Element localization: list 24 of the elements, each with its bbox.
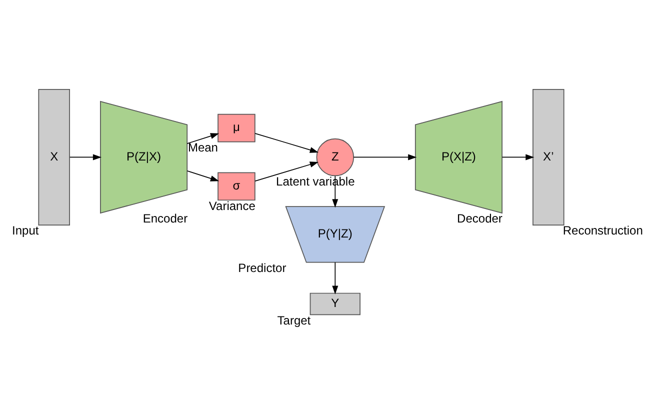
arrow — [186, 170, 220, 181]
node-label: Mean — [188, 140, 218, 154]
node-box: P(Z|X) — [100, 100, 188, 214]
node-box: μ — [218, 113, 256, 142]
node-label: Decoder — [457, 211, 502, 226]
arrow — [502, 154, 534, 160]
arrow — [254, 132, 319, 152]
arrow — [332, 261, 338, 294]
node-box: X — [38, 88, 70, 225]
node-circle: Z — [316, 138, 354, 176]
node-box: σ — [218, 172, 256, 200]
node-label: Variance — [208, 198, 256, 212]
node-label: Reconstruction — [562, 223, 643, 238]
node-label: Predictor — [238, 260, 286, 274]
node-box: X’ — [532, 88, 564, 225]
node-box: Y — [310, 292, 360, 315]
node-label: Input — [12, 223, 39, 238]
node-label: Encoder — [142, 211, 188, 226]
arrow — [186, 132, 220, 144]
node-label: Target — [277, 312, 311, 327]
arrow — [69, 154, 102, 160]
node-box: P(X|Z) — [414, 100, 502, 214]
arrow — [353, 154, 417, 160]
arrow — [254, 161, 319, 181]
